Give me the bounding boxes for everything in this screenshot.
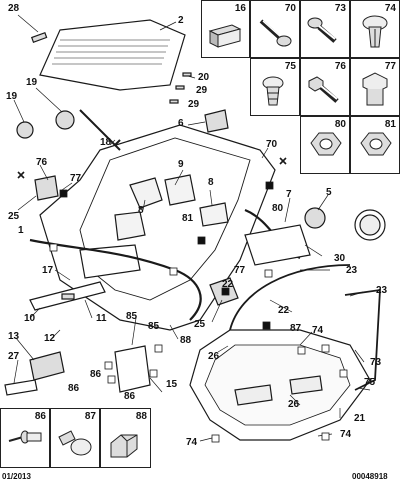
footer-date: 01/2013: [2, 472, 31, 481]
block-clip-icon: [208, 24, 242, 48]
part-number: 16: [234, 3, 246, 14]
callout-25-a[interactable]: 25: [8, 211, 20, 222]
callout-29-a[interactable]: 29: [196, 85, 208, 96]
callout-26-b[interactable]: 26: [288, 399, 300, 410]
push-rivet-icon: [362, 15, 388, 48]
callout-23-b[interactable]: 23: [376, 285, 388, 296]
part-number: 88: [135, 411, 147, 422]
callout-77-b[interactable]: 77: [234, 265, 246, 276]
footer-reference: 00048918: [352, 472, 388, 481]
part-number: 70: [284, 3, 296, 14]
callout-10[interactable]: 10: [24, 313, 36, 324]
callout-21[interactable]: 21: [354, 413, 366, 424]
part-cell-81[interactable]: 81: [350, 116, 400, 174]
callout-70[interactable]: 70: [266, 139, 278, 150]
callout-2[interactable]: 2: [178, 15, 184, 26]
callout-22-a[interactable]: 22: [222, 279, 234, 290]
callout-80[interactable]: 80: [272, 203, 284, 214]
nut-icon: [310, 132, 342, 156]
callout-81[interactable]: 81: [182, 213, 194, 224]
callout-26-a[interactable]: 26: [208, 351, 220, 362]
part-cell-70[interactable]: 70: [250, 0, 300, 58]
callout-18[interactable]: 18: [100, 137, 112, 148]
callout-22-b[interactable]: 22: [278, 305, 290, 316]
hex-screw-icon: [308, 76, 339, 103]
part-cell-74[interactable]: 74: [350, 0, 400, 58]
part-cell-76[interactable]: 76: [300, 58, 350, 116]
callout-25-b[interactable]: 25: [194, 319, 206, 330]
part-number: 81: [384, 119, 396, 130]
callout-13[interactable]: 13: [8, 331, 20, 342]
flange-nut-icon: [360, 132, 392, 156]
callout-85-a[interactable]: 85: [126, 311, 138, 322]
screw-icon: [259, 19, 292, 47]
bump-stop-icon: [58, 430, 92, 456]
callout-74-a[interactable]: 74: [312, 325, 324, 336]
part-number: 87: [84, 411, 96, 422]
part-cell-73[interactable]: 73: [300, 0, 350, 58]
callout-86-c[interactable]: 86: [124, 391, 136, 402]
callout-27[interactable]: 27: [8, 351, 20, 362]
callout-87[interactable]: 87: [290, 323, 302, 334]
part-number: 74: [384, 3, 396, 14]
rivet-icon: [8, 430, 42, 444]
bolt-icon: [307, 17, 337, 43]
callout-12[interactable]: 12: [44, 333, 56, 344]
part-cell-77[interactable]: 77: [350, 58, 400, 116]
callout-86-a[interactable]: 86: [68, 383, 80, 394]
callout-23-a[interactable]: 23: [346, 265, 358, 276]
rivet-nut-icon: [362, 72, 388, 106]
callout-74-c[interactable]: 74: [340, 429, 352, 440]
part-cell-88[interactable]: 88: [100, 408, 151, 468]
callout-28[interactable]: 28: [8, 3, 20, 14]
callout-74-b[interactable]: 74: [186, 437, 198, 448]
callout-19-a[interactable]: 19: [26, 77, 38, 88]
callout-9[interactable]: 9: [178, 159, 184, 170]
callout-11[interactable]: 11: [96, 313, 107, 324]
part-cell-75[interactable]: 75: [250, 58, 300, 116]
part-number: 77: [384, 61, 396, 72]
callout-75[interactable]: 75: [364, 377, 376, 388]
callout-6[interactable]: 6: [178, 118, 184, 129]
part-cell-16[interactable]: 16: [201, 0, 250, 58]
callout-86-b[interactable]: 86: [90, 369, 102, 380]
callout-77-a[interactable]: 77: [70, 173, 82, 184]
callout-20[interactable]: 20: [198, 72, 210, 83]
callout-76[interactable]: 76: [36, 157, 48, 168]
callout-1[interactable]: 1: [18, 225, 24, 236]
part-number: 75: [284, 61, 296, 72]
rear-glass: [39, 19, 186, 91]
part-cell-86[interactable]: 86: [0, 408, 50, 468]
callout-5[interactable]: 5: [326, 187, 332, 198]
part-cell-87[interactable]: 87: [50, 408, 100, 468]
part-number: 76: [334, 61, 346, 72]
callout-15[interactable]: 15: [166, 379, 178, 390]
callout-7[interactable]: 7: [286, 189, 292, 200]
clip-icon: [262, 76, 284, 106]
callout-88[interactable]: 88: [180, 335, 192, 346]
part-cell-80[interactable]: 80: [300, 116, 350, 174]
callout-8-b[interactable]: 8: [208, 177, 214, 188]
callout-30[interactable]: 30: [334, 253, 346, 264]
callout-8-a[interactable]: 8: [138, 205, 144, 216]
callout-85-b[interactable]: 85: [148, 321, 160, 332]
callout-29-b[interactable]: 29: [188, 99, 200, 110]
part-number: 86: [34, 411, 46, 422]
callout-73[interactable]: 73: [370, 357, 382, 368]
part-number: 73: [334, 3, 346, 14]
callout-17[interactable]: 17: [42, 265, 54, 276]
callout-19-b[interactable]: 19: [6, 91, 18, 102]
rubber-buffer-icon: [110, 434, 138, 458]
part-number: 80: [334, 119, 346, 130]
